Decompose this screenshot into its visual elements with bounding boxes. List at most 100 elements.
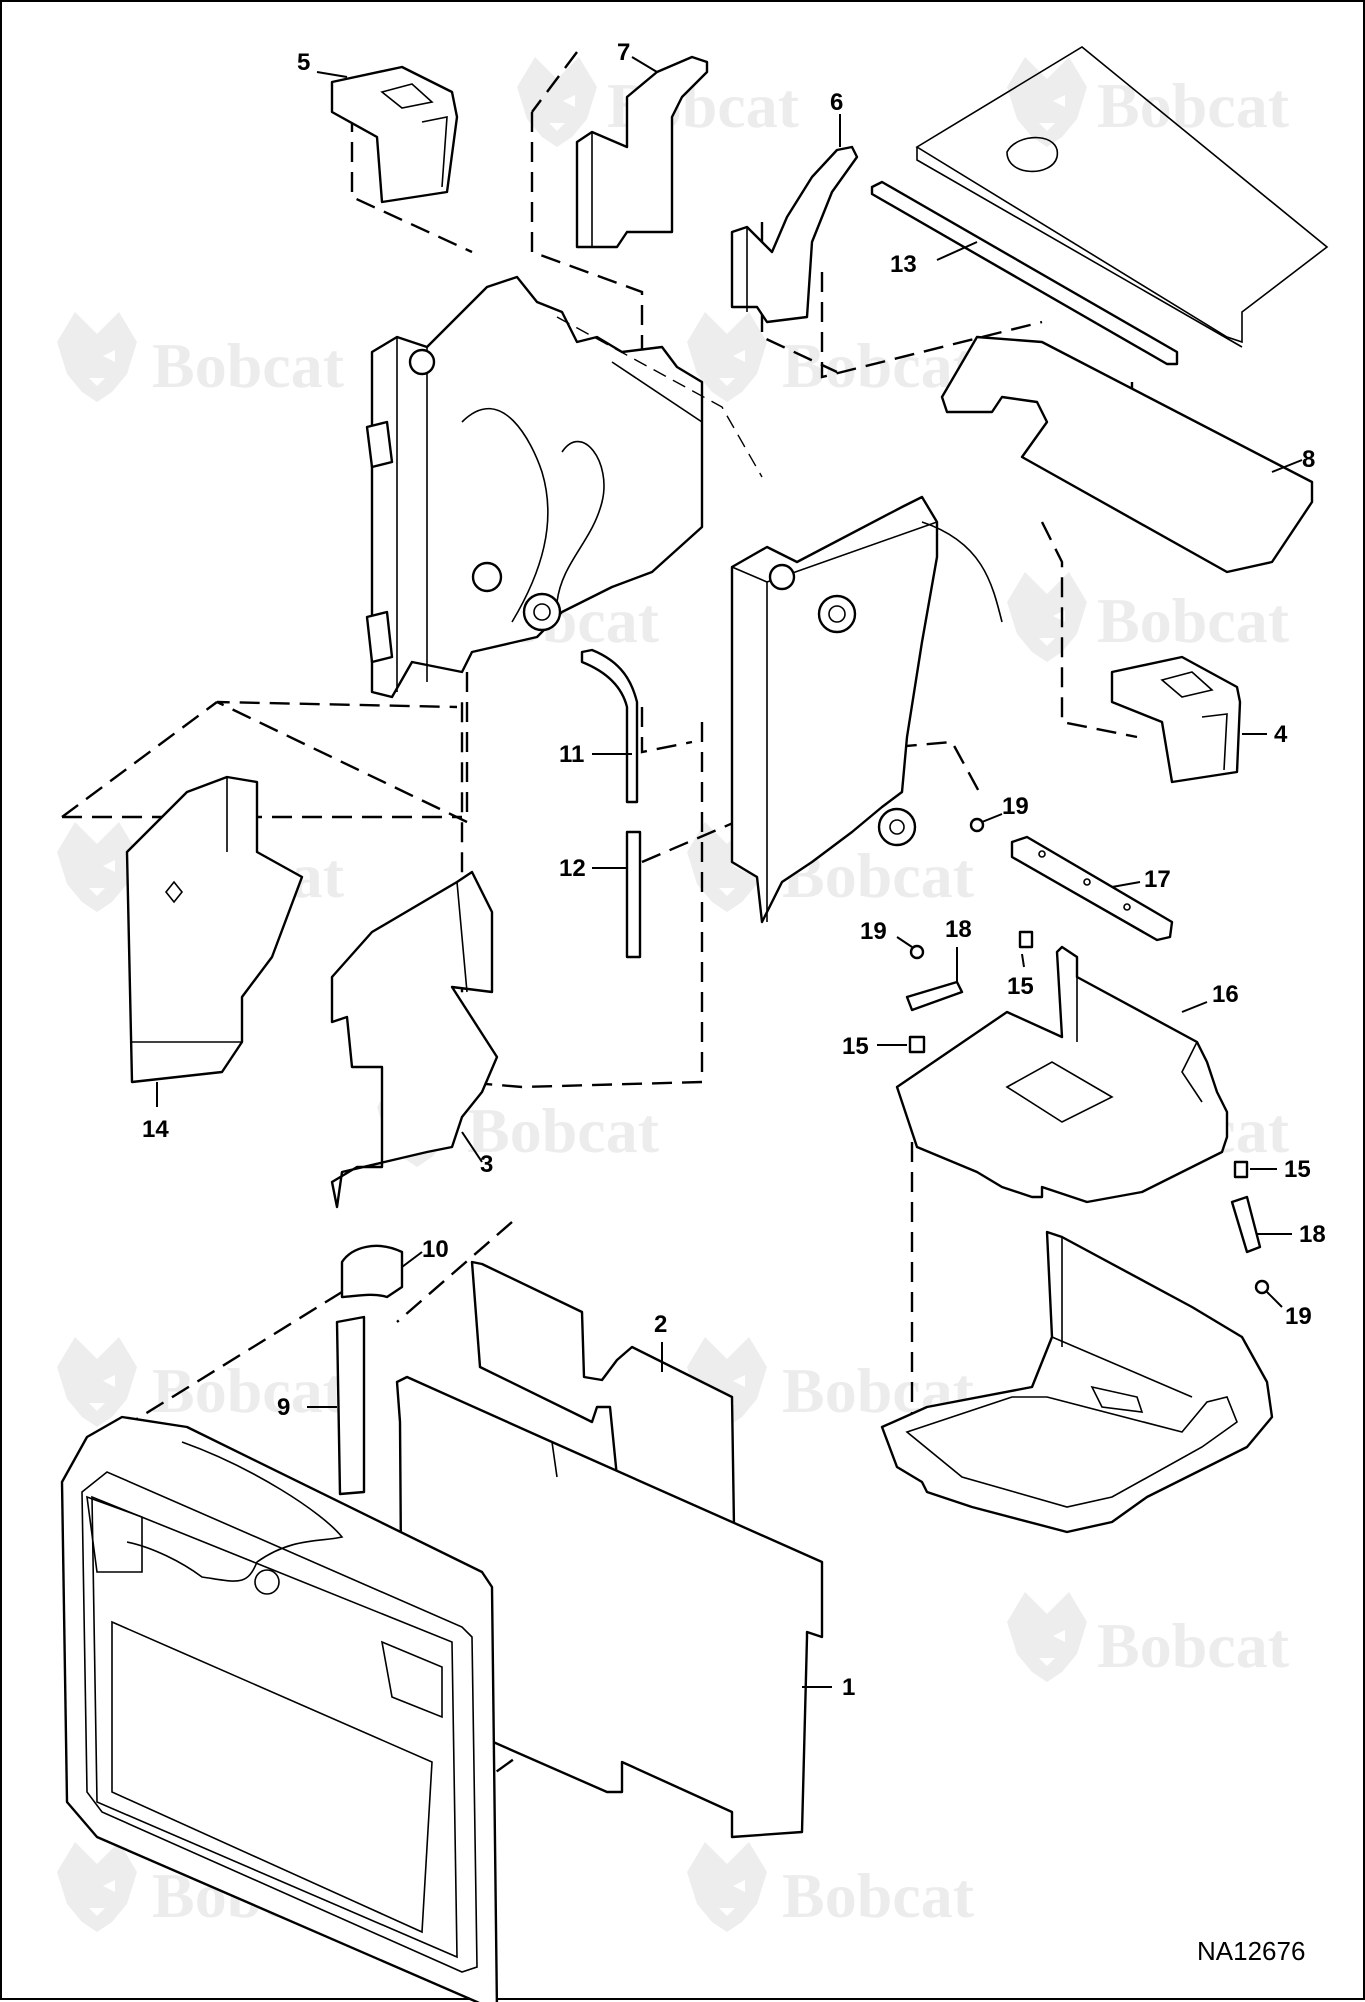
callout-label: 4 (1274, 721, 1288, 748)
part-3-side-panel (330, 870, 499, 1209)
callout-19-left: 19 (860, 918, 913, 948)
bolt-19-top (969, 817, 985, 833)
callout-label: 19 (860, 918, 887, 945)
watermark-text: Bobcat (152, 330, 345, 401)
bobcat-logo-icon (57, 312, 137, 402)
callout-label: 18 (945, 916, 972, 943)
callout-19-top: 19 (981, 793, 1029, 823)
bobcat-logo-icon (57, 822, 137, 912)
callout-15-left: 15 (842, 1033, 907, 1060)
callout-label: 10 (422, 1236, 449, 1263)
callout-7: 7 (617, 39, 658, 73)
watermark: Bobcat (57, 312, 345, 402)
part-1-long-panel (395, 1375, 824, 1839)
top-cover-plate (915, 46, 1329, 348)
callout-label: 15 (1284, 1156, 1311, 1183)
part-17-strap (1010, 835, 1174, 942)
part-12-straight-strip (625, 830, 642, 959)
bobcat-logo-icon (57, 1842, 137, 1932)
callout-14: 14 (142, 1082, 169, 1143)
watermark: Bobcat (1007, 57, 1290, 147)
callout-label: 9 (277, 1394, 290, 1421)
callout-11: 11 (559, 741, 632, 768)
callout-label: 13 (890, 251, 917, 278)
bobcat-logo-icon (57, 1337, 137, 1427)
callout-16: 16 (1181, 981, 1239, 1013)
callout-15-right: 15 (1250, 1156, 1311, 1183)
part-18-lower-strip (1230, 1195, 1262, 1254)
callout-label: 15 (1007, 973, 1034, 1000)
front-door-frame (60, 1415, 499, 2002)
watermark: Bobcat (687, 1842, 975, 1932)
callout-label: 19 (1285, 1303, 1312, 1330)
callout-13: 13 (890, 241, 978, 278)
bolt-19-left (909, 944, 925, 960)
callout-label: 6 (830, 89, 843, 116)
callout-label: 14 (142, 1116, 169, 1143)
fasteners (908, 817, 1270, 1295)
callout-label: 19 (1002, 793, 1029, 820)
part-16-battery-tray (895, 945, 1229, 1204)
part-8-floor-pad (940, 335, 1314, 574)
part-18-upper-strip (905, 980, 964, 1012)
nut-15-right (1233, 1160, 1249, 1179)
callout-label: 7 (617, 39, 630, 66)
callout-3: 3 (461, 1131, 493, 1178)
callout-label: 16 (1212, 981, 1239, 1008)
callout-label: 2 (654, 1311, 667, 1338)
callout-label: 5 (297, 49, 310, 76)
watermark: Bobcat (687, 312, 975, 402)
callout-18-upper: 18 (945, 916, 972, 982)
watermark-text: Bobcat (1097, 1610, 1290, 1681)
callout-9: 9 (277, 1394, 337, 1421)
watermark: Bobcat (57, 1337, 345, 1427)
callout-label: 12 (559, 855, 586, 882)
watermark-text: Bobcat (467, 1095, 660, 1166)
nut-15-left (908, 1035, 926, 1054)
callout-19-bottom: 19 (1266, 1291, 1312, 1330)
callout-label: 11 (559, 741, 584, 768)
bobcat-logo-icon (517, 57, 597, 147)
callout-18-lower: 18 (1257, 1221, 1326, 1248)
nut-15-upper (1018, 930, 1034, 949)
callout-label: 17 (1144, 866, 1171, 893)
callout-label: 8 (1302, 446, 1315, 473)
watermark-text: Bobcat (782, 1860, 975, 1931)
main-frame-assembly (365, 275, 1003, 924)
bobcat-logo-icon (1007, 1592, 1087, 1682)
watermark: Bobcat (1007, 1592, 1290, 1682)
part-4-corner-bracket (1110, 655, 1242, 784)
part-5-corner-bracket (330, 65, 459, 204)
callout-8: 8 (1271, 446, 1315, 473)
callout-label: 18 (1299, 1221, 1326, 1248)
watermark: Bobcat (1007, 572, 1290, 662)
part-11-bent-strip (580, 648, 639, 804)
callout-1: 1 (802, 1674, 855, 1701)
part-9-vertical-strip (335, 1315, 366, 1496)
callouts: 1 2 3 4 5 6 7 8 (142, 39, 1326, 1701)
bolt-19-bottom (1254, 1279, 1270, 1295)
callout-label: 1 (842, 1674, 855, 1701)
callout-5: 5 (297, 49, 348, 78)
callout-12: 12 (559, 855, 627, 882)
callout-17: 17 (1111, 866, 1171, 893)
callout-10: 10 (401, 1236, 449, 1268)
watermark-text: Bobcat (1097, 70, 1290, 141)
bobcat-logo-icon (687, 1842, 767, 1932)
bobcat-logo-icon (1007, 57, 1087, 147)
callout-label: 15 (842, 1033, 869, 1060)
watermark: Bobcat (377, 1077, 660, 1167)
bobcat-logo-icon (1007, 572, 1087, 662)
callout-2: 2 (654, 1311, 667, 1372)
part-7-upright-bracket (575, 55, 709, 249)
callout-15-upper: 15 (1007, 953, 1034, 1000)
floor-pan (880, 1230, 1274, 1534)
part-6-side-bracket (730, 145, 859, 324)
callout-4: 4 (1242, 721, 1288, 748)
watermark-text: Bobcat (1097, 585, 1290, 656)
part-14-side-panel (125, 775, 304, 1084)
callout-6: 6 (830, 89, 843, 147)
drawing-number: NA12676 (1197, 1936, 1305, 1966)
